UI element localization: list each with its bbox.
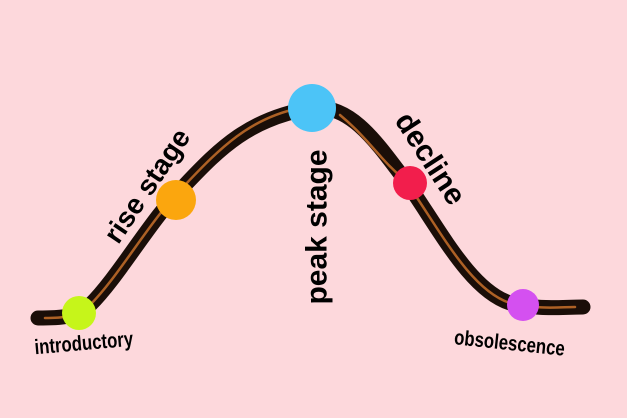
- obsolescence-dot: [507, 289, 539, 321]
- rise-dot: [156, 180, 196, 220]
- introductory-dot: [62, 296, 96, 330]
- peak-dot: [288, 84, 336, 132]
- decline-dot: [393, 166, 427, 200]
- label-peak-stage: peak stage: [300, 149, 334, 305]
